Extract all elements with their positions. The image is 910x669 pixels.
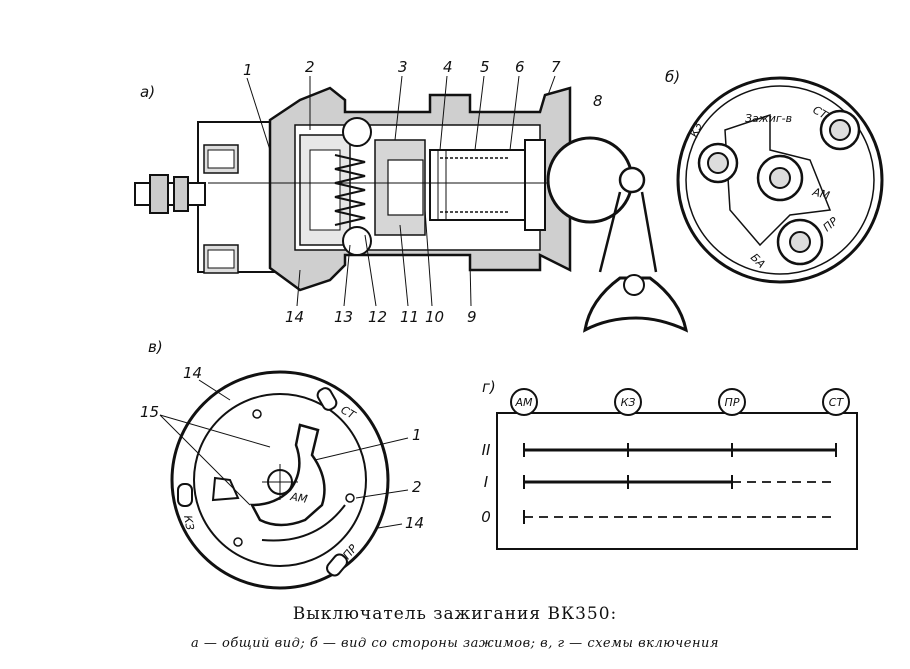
fixed-contact-pr <box>326 553 348 577</box>
detent-ball-top <box>342 117 372 147</box>
column-marker <box>614 388 642 416</box>
callout-2: 2 <box>305 58 315 76</box>
disc-callout-2: 2 <box>412 478 422 496</box>
terminal-bolt <box>134 182 206 206</box>
callouts-bottom: 14 13 12 11 10 9 <box>285 209 477 326</box>
general-view: а) <box>134 58 689 333</box>
key-ring-loop <box>618 166 646 194</box>
callout-4: 4 <box>443 58 453 76</box>
callout-9: 9 <box>467 308 477 326</box>
fixed-contact-ki <box>177 483 193 507</box>
column-marker <box>510 388 538 416</box>
panel-label-a: а) <box>140 83 155 101</box>
callout-3: 3 <box>398 58 408 76</box>
key-fob-strap <box>598 191 658 273</box>
key-fob <box>583 276 689 333</box>
chart-columns: АМ КЗ ПР СТ <box>510 388 850 416</box>
panel-label-g: г) <box>482 378 496 396</box>
disc-callout-1: 1 <box>412 426 422 444</box>
disc-callout-14-bottom: 14 <box>405 514 424 532</box>
callout-12: 12 <box>368 308 387 326</box>
caption-subtitle: а — общий вид; б — вид со стороны зажимо… <box>191 636 719 651</box>
terminal-divider <box>724 113 832 247</box>
callout-8: 8 <box>593 92 603 110</box>
callout-10: 10 <box>425 308 444 326</box>
row-label: I <box>484 473 489 491</box>
callout-13: 13 <box>334 308 353 326</box>
disc-label-ki: КЗ <box>181 514 196 531</box>
callout-1: 1 <box>243 61 253 79</box>
callout-5: 5 <box>480 58 490 76</box>
column-label: СТ <box>829 396 845 409</box>
disc-callout-15: 15 <box>140 403 159 421</box>
caption-title: Выключатель зажигания ВК350: <box>292 604 618 624</box>
fixed-contact-st <box>316 387 338 411</box>
column-label: КЗ <box>621 396 636 409</box>
disc-inner-ring <box>193 393 367 567</box>
callout-14: 14 <box>285 308 304 326</box>
column-label: АМ <box>514 396 533 409</box>
callout-6: 6 <box>515 58 525 76</box>
panel-label-v: в) <box>148 338 163 356</box>
column-marker <box>822 388 850 416</box>
terminal-top-left <box>697 142 739 184</box>
panel-label-b: б) <box>665 68 680 86</box>
detent-ball-bottom <box>342 226 372 256</box>
terminal-top-right <box>819 109 861 151</box>
column-label: ПР <box>725 396 740 409</box>
callouts-top: 1 2 3 4 5 6 7 8 <box>243 58 603 151</box>
row-label: II <box>482 441 491 459</box>
callout-11: 11 <box>400 308 419 326</box>
disc-callout-14-top: 14 <box>183 364 202 382</box>
terminal-label-ki: КЗ <box>688 121 705 139</box>
terminal-label-zazh: Зажиг-в <box>745 112 792 125</box>
row-label: 0 <box>481 508 491 526</box>
terminal-view: б) КЗ Зажиг-в СТ АМ ПР БА <box>665 68 884 284</box>
contact-disc-view: в) СТ КЗ ПР АМ 14 15 1 2 14 <box>140 338 424 590</box>
disc-label-am: АМ <box>288 490 309 506</box>
moving-contact <box>249 423 326 527</box>
lock-cylinder <box>429 149 526 221</box>
callout-7: 7 <box>551 58 561 76</box>
column-marker <box>718 388 746 416</box>
terminal-center <box>756 154 804 202</box>
return-spring <box>334 154 366 226</box>
terminal-bottom <box>776 218 824 266</box>
terminal-label-am: АМ <box>810 185 831 202</box>
